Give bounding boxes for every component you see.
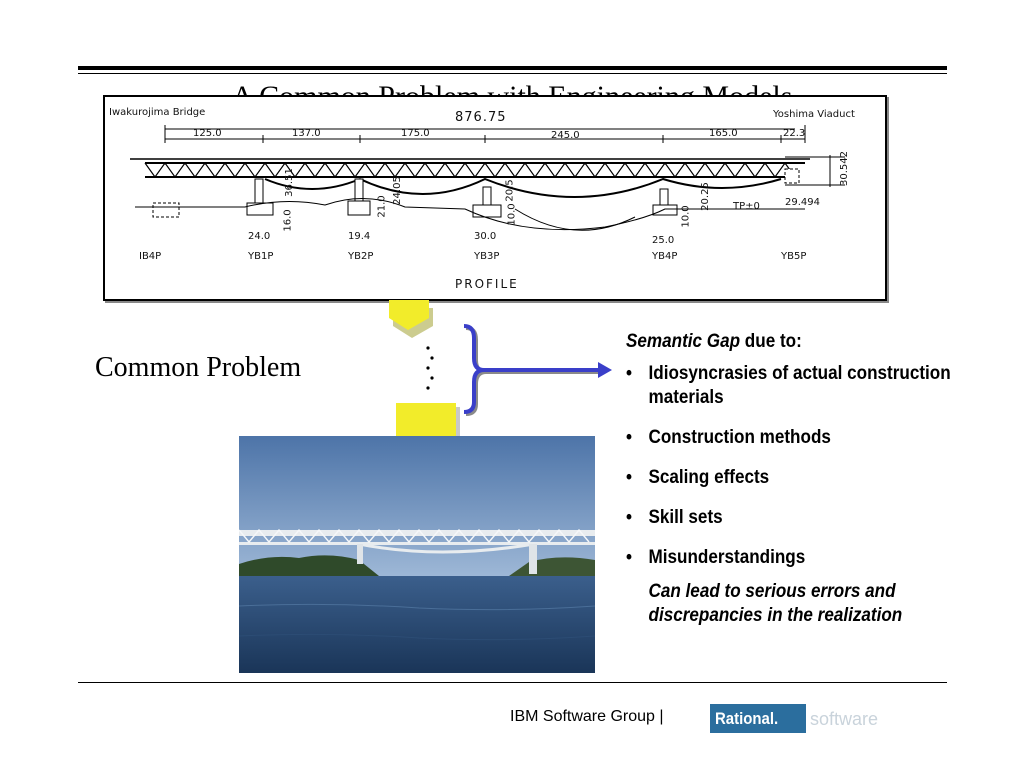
tp-label: TP±0 (733, 201, 760, 212)
profile-label: PROFILE (455, 277, 519, 291)
pier-height-6: 10.0 (506, 203, 518, 226)
pier-height-2: 16.0 (282, 209, 294, 232)
list-item: •Skill sets (626, 507, 723, 528)
cause-list: •Idiosyncrasies of actual construction m… (626, 362, 968, 570)
pier-height-4: 24.05 (391, 176, 403, 205)
ellipsis-dot (426, 346, 430, 350)
bridge-photo (239, 436, 595, 673)
footer-group-label: IBM Software Group | (510, 708, 664, 725)
cause-text: Skill sets (648, 507, 723, 528)
title-rule-thick (78, 66, 947, 70)
pier-label-2: YB1P (248, 251, 274, 262)
right-dim-1: 30.542 (839, 151, 850, 186)
span-6: 22.3 (783, 128, 806, 139)
pier-height-7: 10.0 (680, 205, 692, 228)
profile-linework (130, 125, 845, 231)
cause-text: Misunderstandings (648, 547, 806, 568)
span-1: 125.0 (193, 128, 222, 139)
bridge-photo-illustration (239, 436, 595, 673)
connector-arrowhead (598, 362, 612, 378)
pier-label-3: YB2P (348, 251, 374, 262)
total-length: 876.75 (455, 110, 507, 125)
conclusion-text: Can lead to serious errors and discrepan… (648, 581, 903, 626)
right-dim-2: 29.494 (785, 197, 820, 208)
right-bridge-name: Yoshima Viaduct (773, 109, 855, 120)
curly-bracket (463, 324, 485, 414)
list-item: •Scaling effects (626, 467, 770, 488)
pier-width-1: 24.0 (248, 231, 271, 242)
left-bridge-name: Iwakurojima Bridge (109, 107, 206, 118)
cause-text: Idiosyncrasies of actual construction ma… (648, 363, 951, 408)
rational-logo-text: Rational. (715, 709, 779, 728)
top-arrow-stub (389, 300, 429, 330)
semantic-gap-heading: Semantic Gap due to: (626, 330, 968, 354)
list-item: •Construction methods (626, 427, 831, 448)
span-5: 165.0 (709, 128, 738, 139)
rational-logo-box (710, 704, 806, 733)
list-item: •Misunderstandings (626, 547, 806, 568)
cause-text: Construction methods (648, 427, 831, 448)
footer-rule (78, 682, 947, 683)
semantic-gap-lead-rest: due to: (740, 331, 802, 352)
pier-label-4: YB3P (474, 251, 500, 262)
span-2: 137.0 (292, 128, 321, 139)
pier-height-8: 20.25 (699, 182, 711, 211)
ellipsis-dot (426, 366, 430, 370)
pier-height-3: 21.0 (376, 195, 388, 218)
common-problem-label: Common Problem (95, 352, 302, 383)
software-logo-text: software (810, 709, 879, 729)
ellipsis-dot (426, 386, 430, 390)
ellipsis-dot (430, 376, 434, 380)
semantic-gap-term: Semantic Gap (626, 331, 741, 352)
bridge-profile-drawing: Iwakurojima Bridge Yoshima Viaduct 876.7… (103, 95, 887, 301)
list-item: •Idiosyncrasies of actual construction m… (626, 363, 951, 408)
span-4: 245.0 (551, 130, 580, 141)
pier-width-3: 30.0 (474, 231, 497, 242)
pier-width-4: 25.0 (652, 235, 675, 246)
cause-text: Scaling effects (648, 467, 770, 488)
semantic-gap-panel: Semantic Gap due to: •Idiosyncrasies of … (626, 330, 968, 628)
title-rule-thin (78, 73, 947, 74)
span-3: 175.0 (401, 128, 430, 139)
pier-height-5: 20.5 (504, 179, 516, 202)
pier-height-1: 36.51 (283, 168, 295, 197)
pier-label-6: YB5P (781, 251, 807, 262)
pier-label-5: YB4P (652, 251, 678, 262)
ellipsis-dot (430, 356, 434, 360)
pier-width-2: 19.4 (348, 231, 371, 242)
pier-label-1: IB4P (139, 251, 162, 262)
